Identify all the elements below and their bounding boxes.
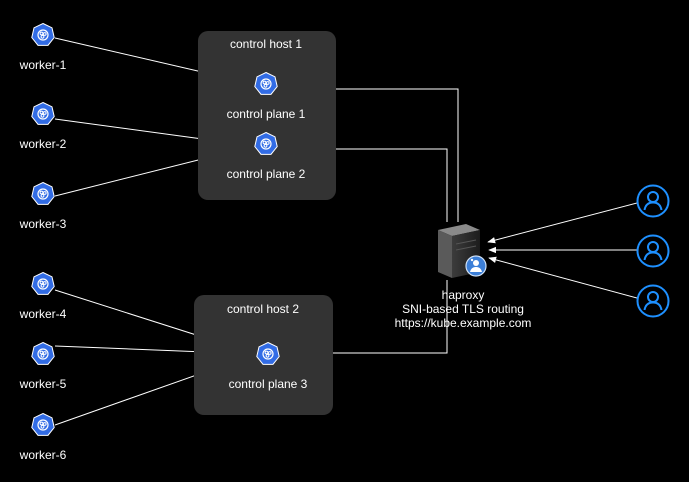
- connector-user-1: [487, 202, 638, 244]
- connector-haproxy-cp1: [279, 85, 459, 222]
- user-2-user-icon[interactable]: [636, 234, 670, 273]
- label-worker-4: worker-4: [19, 307, 67, 321]
- label-worker-3: worker-3: [19, 217, 67, 231]
- worker-4-kubernetes-icon[interactable]: [31, 271, 55, 301]
- proxy-label-name: haproxy: [441, 288, 485, 302]
- control-plane-3-kubernetes-icon[interactable]: [256, 341, 280, 371]
- group-title-control-host-2: control host 2: [226, 302, 300, 316]
- haproxy-server-icon[interactable]: [436, 220, 488, 285]
- user-1-user-icon[interactable]: [636, 184, 670, 223]
- control-plane-2-kubernetes-icon[interactable]: [254, 131, 278, 161]
- label-worker-2: worker-2: [19, 137, 67, 151]
- worker-2-kubernetes-icon[interactable]: [31, 101, 55, 131]
- control-plane-1-kubernetes-icon[interactable]: [254, 71, 278, 101]
- group-title-control-host-1: control host 1: [229, 37, 303, 51]
- worker-3-kubernetes-icon[interactable]: [31, 181, 55, 211]
- label-control-plane-3: control plane 3: [228, 377, 308, 391]
- user-3-user-icon[interactable]: [636, 284, 670, 323]
- label-worker-1: worker-1: [19, 58, 67, 72]
- label-control-plane-2: control plane 2: [226, 167, 306, 181]
- connector-haproxy-cp3: [281, 280, 448, 357]
- connector-haproxy-cp2: [281, 145, 448, 222]
- label-worker-6: worker-6: [19, 448, 67, 462]
- proxy-label-url: https://kube.example.com: [394, 316, 532, 330]
- worker-6-kubernetes-icon[interactable]: [31, 412, 55, 442]
- connector-user-3: [488, 256, 638, 299]
- proxy-label: haproxy SNI-based TLS routing https://ku…: [395, 288, 532, 330]
- group-control-host-1: [198, 31, 336, 200]
- label-worker-5: worker-5: [19, 377, 67, 391]
- worker-5-kubernetes-icon[interactable]: [31, 341, 55, 371]
- proxy-label-routing: SNI-based TLS routing: [402, 302, 524, 316]
- worker-1-kubernetes-icon[interactable]: [31, 22, 55, 52]
- label-control-plane-1: control plane 1: [226, 107, 306, 121]
